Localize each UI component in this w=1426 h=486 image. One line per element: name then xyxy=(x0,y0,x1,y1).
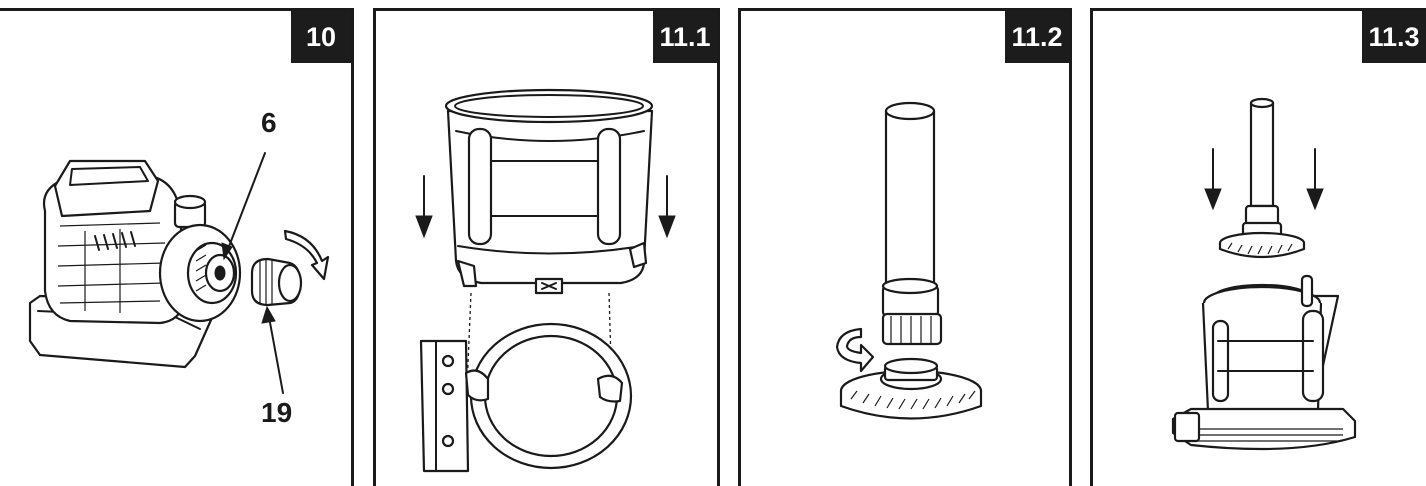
step-number-badge: 11.2 xyxy=(1005,11,1069,63)
center-tube-diagram xyxy=(835,101,983,420)
callout-19: 19 xyxy=(261,397,293,428)
panel-step-11-3: 11.3 xyxy=(1090,8,1426,486)
step-number-badge: 11.3 xyxy=(1362,11,1426,63)
strainer-basket-diagram xyxy=(415,88,676,473)
panel-step-10: 10 xyxy=(0,8,354,486)
step-number-badge: 10 xyxy=(291,11,351,63)
panel-step-11-2: 11.2 xyxy=(738,8,1072,486)
step-number-badge: 11.1 xyxy=(653,11,717,63)
pump-diagram xyxy=(28,152,330,394)
panel-step-11-1: 11.1 xyxy=(373,8,720,486)
reassembly-diagram xyxy=(1171,97,1357,451)
callout-6: 6 xyxy=(261,107,277,138)
